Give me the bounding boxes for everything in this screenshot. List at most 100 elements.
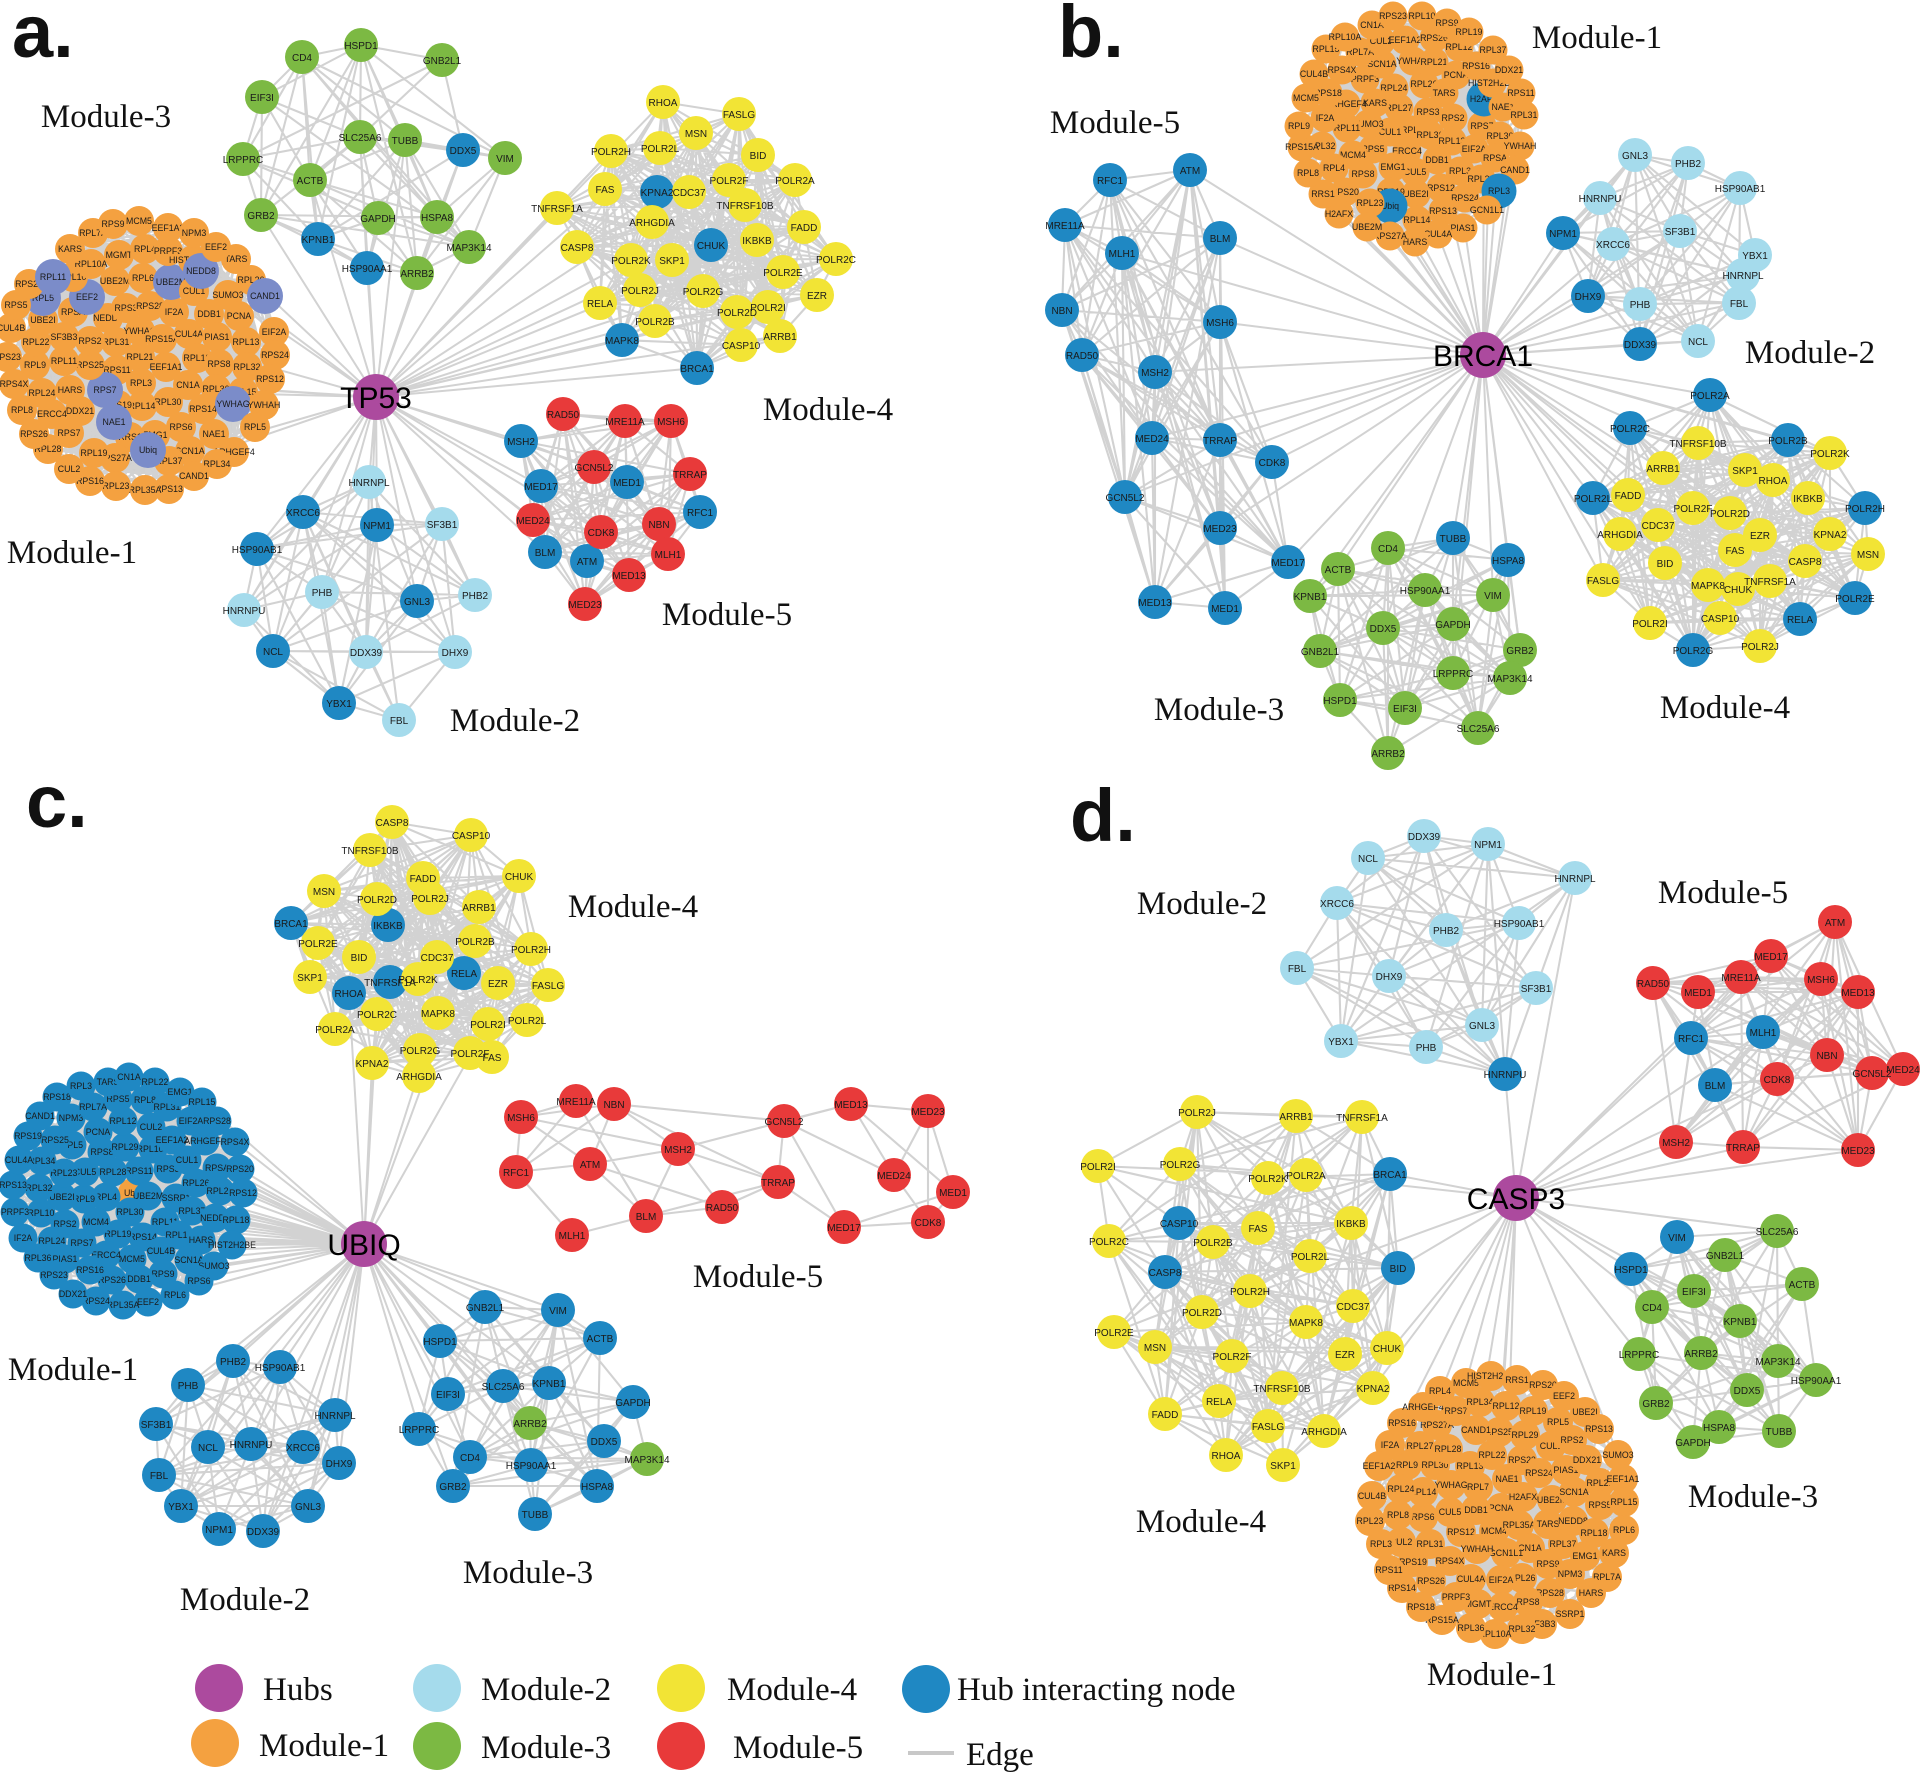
svg-text:RPL34: RPL34 <box>29 1156 56 1166</box>
svg-text:NPM1: NPM1 <box>1474 840 1502 851</box>
svg-text:GNL3: GNL3 <box>1622 151 1649 162</box>
svg-text:IF2A: IF2A <box>1381 1440 1400 1450</box>
svg-text:RPS24: RPS24 <box>82 1296 110 1306</box>
svg-text:HNRNPU: HNRNPU <box>1484 1070 1527 1081</box>
svg-text:RPS3: RPS3 <box>1417 107 1440 117</box>
svg-text:YWHAG: YWHAG <box>1396 56 1429 66</box>
svg-text:YWHAH: YWHAH <box>248 400 281 410</box>
svg-text:FASLG: FASLG <box>1252 1422 1284 1433</box>
svg-text:NPM1: NPM1 <box>363 521 391 532</box>
svg-text:NCL: NCL <box>263 647 283 658</box>
svg-text:SUMO3: SUMO3 <box>1352 119 1383 129</box>
svg-text:RPL22: RPL22 <box>142 1077 169 1087</box>
svg-text:RPL4: RPL4 <box>1323 163 1345 173</box>
svg-text:MED23: MED23 <box>1841 1146 1875 1157</box>
svg-text:CUL5: CUL5 <box>1439 1507 1462 1517</box>
svg-text:MRE11A: MRE11A <box>1721 973 1761 984</box>
svg-text:EMG1: EMG1 <box>1381 162 1406 172</box>
svg-text:RPS12: RPS12 <box>256 374 284 384</box>
svg-text:ATM: ATM <box>577 557 597 568</box>
svg-text:RPS16: RPS16 <box>1462 61 1490 71</box>
svg-text:RPL24: RPL24 <box>29 388 56 398</box>
svg-text:CASP8: CASP8 <box>376 818 409 829</box>
svg-text:RPL9: RPL9 <box>24 360 46 370</box>
svg-text:RPS9: RPS9 <box>102 219 125 229</box>
svg-text:UBE2I: UBE2I <box>1403 189 1428 199</box>
svg-text:RPS5: RPS5 <box>5 300 28 310</box>
svg-text:PCNA: PCNA <box>227 311 252 321</box>
svg-text:Module-2: Module-2 <box>1745 335 1875 371</box>
svg-text:DDX5: DDX5 <box>1734 1386 1761 1397</box>
svg-text:RPS16: RPS16 <box>76 476 104 486</box>
svg-text:RPSA: RPSA <box>61 307 85 317</box>
svg-text:CUL1: CUL1 <box>183 286 206 296</box>
svg-text:BRCA1: BRCA1 <box>680 364 714 375</box>
svg-text:UBE2M: UBE2M <box>100 276 130 286</box>
svg-text:KPNB1: KPNB1 <box>302 235 335 246</box>
svg-text:Module-5: Module-5 <box>1050 105 1180 141</box>
svg-text:RPS19: RPS19 <box>1399 1557 1427 1567</box>
svg-text:NEDD8: NEDD8 <box>186 266 216 276</box>
svg-text:POLR2E: POLR2E <box>1835 594 1875 605</box>
svg-text:EZR: EZR <box>1750 531 1770 542</box>
svg-text:RPS5: RPS5 <box>107 1094 130 1104</box>
svg-text:RPL5: RPL5 <box>1547 1417 1569 1427</box>
svg-text:FASLG: FASLG <box>532 981 564 992</box>
svg-text:SKP1: SKP1 <box>1732 466 1758 477</box>
svg-text:RAD50: RAD50 <box>1637 979 1670 990</box>
svg-text:POLR2D: POLR2D <box>1710 509 1750 520</box>
svg-text:RPS27A: RPS27A <box>1420 1420 1454 1430</box>
svg-text:MLH1: MLH1 <box>655 550 682 561</box>
svg-text:VIM: VIM <box>1484 591 1502 602</box>
svg-text:SKP1: SKP1 <box>297 973 323 984</box>
svg-text:RPL32: RPL32 <box>234 362 261 372</box>
svg-text:GNB2L1: GNB2L1 <box>1301 647 1340 658</box>
svg-text:RELA: RELA <box>1787 615 1813 626</box>
svg-text:CASP8: CASP8 <box>1789 557 1822 568</box>
svg-text:MED1: MED1 <box>1684 988 1712 999</box>
svg-text:CDK8: CDK8 <box>915 1218 942 1229</box>
svg-text:Module-3: Module-3 <box>463 1555 593 1591</box>
svg-text:HNRNPU: HNRNPU <box>1579 194 1622 205</box>
svg-text:GAPDH: GAPDH <box>1435 620 1471 631</box>
svg-text:RPL15: RPL15 <box>189 1097 216 1107</box>
svg-text:TRRAP: TRRAP <box>1203 436 1237 447</box>
svg-text:POLR2H: POLR2H <box>511 945 551 956</box>
svg-text:RPL11: RPL11 <box>51 356 77 366</box>
svg-text:POLR2E: POLR2E <box>763 268 803 279</box>
svg-text:PIAS1: PIAS1 <box>205 332 230 342</box>
svg-text:POLR2E: POLR2E <box>1094 1328 1134 1339</box>
svg-text:RPS23: RPS23 <box>1508 1455 1536 1465</box>
svg-text:RFC1: RFC1 <box>687 508 714 519</box>
svg-text:RPL12: RPL12 <box>110 1116 137 1126</box>
svg-text:RPS18: RPS18 <box>1314 88 1342 98</box>
svg-text:RPL21: RPL21 <box>207 1186 234 1196</box>
svg-text:YWHAH: YWHAH <box>1461 1544 1494 1554</box>
svg-text:MED17: MED17 <box>827 1223 861 1234</box>
svg-text:BID: BID <box>351 953 368 964</box>
svg-text:MLH1: MLH1 <box>1109 249 1136 260</box>
svg-text:RPL32: RPL32 <box>26 1183 53 1193</box>
svg-text:PCNA: PCNA <box>1444 70 1469 80</box>
svg-text:MSH6: MSH6 <box>1807 975 1835 986</box>
svg-text:RPL10A: RPL10A <box>1329 32 1362 42</box>
svg-text:HSPA8: HSPA8 <box>1703 1423 1735 1434</box>
svg-text:CD4: CD4 <box>1642 1303 1662 1314</box>
svg-text:Ubiq: Ubiq <box>1381 201 1399 211</box>
svg-text:POLR2A: POLR2A <box>1690 391 1730 402</box>
svg-text:PRPF3: PRPF3 <box>1 1207 29 1217</box>
svg-text:MAP3K14: MAP3K14 <box>624 1455 669 1466</box>
svg-text:RPS28: RPS28 <box>136 301 164 311</box>
svg-text:RPL3: RPL3 <box>1488 186 1510 196</box>
svg-text:CDC37: CDC37 <box>673 188 706 199</box>
svg-text:ACTB: ACTB <box>1325 565 1352 576</box>
svg-text:SF3B1: SF3B1 <box>427 520 458 531</box>
svg-text:ARHGDIA: ARHGDIA <box>1301 1427 1347 1438</box>
svg-text:ARHGDIA: ARHGDIA <box>629 218 675 229</box>
svg-text:MGMT: MGMT <box>1465 1599 1492 1609</box>
svg-text:RPL35A: RPL35A <box>129 485 162 495</box>
svg-text:RPS18: RPS18 <box>1407 1602 1435 1612</box>
svg-text:CUL4B: CUL4B <box>147 1246 175 1256</box>
svg-text:POLR2C: POLR2C <box>357 1010 397 1021</box>
svg-text:FAS: FAS <box>596 185 615 196</box>
